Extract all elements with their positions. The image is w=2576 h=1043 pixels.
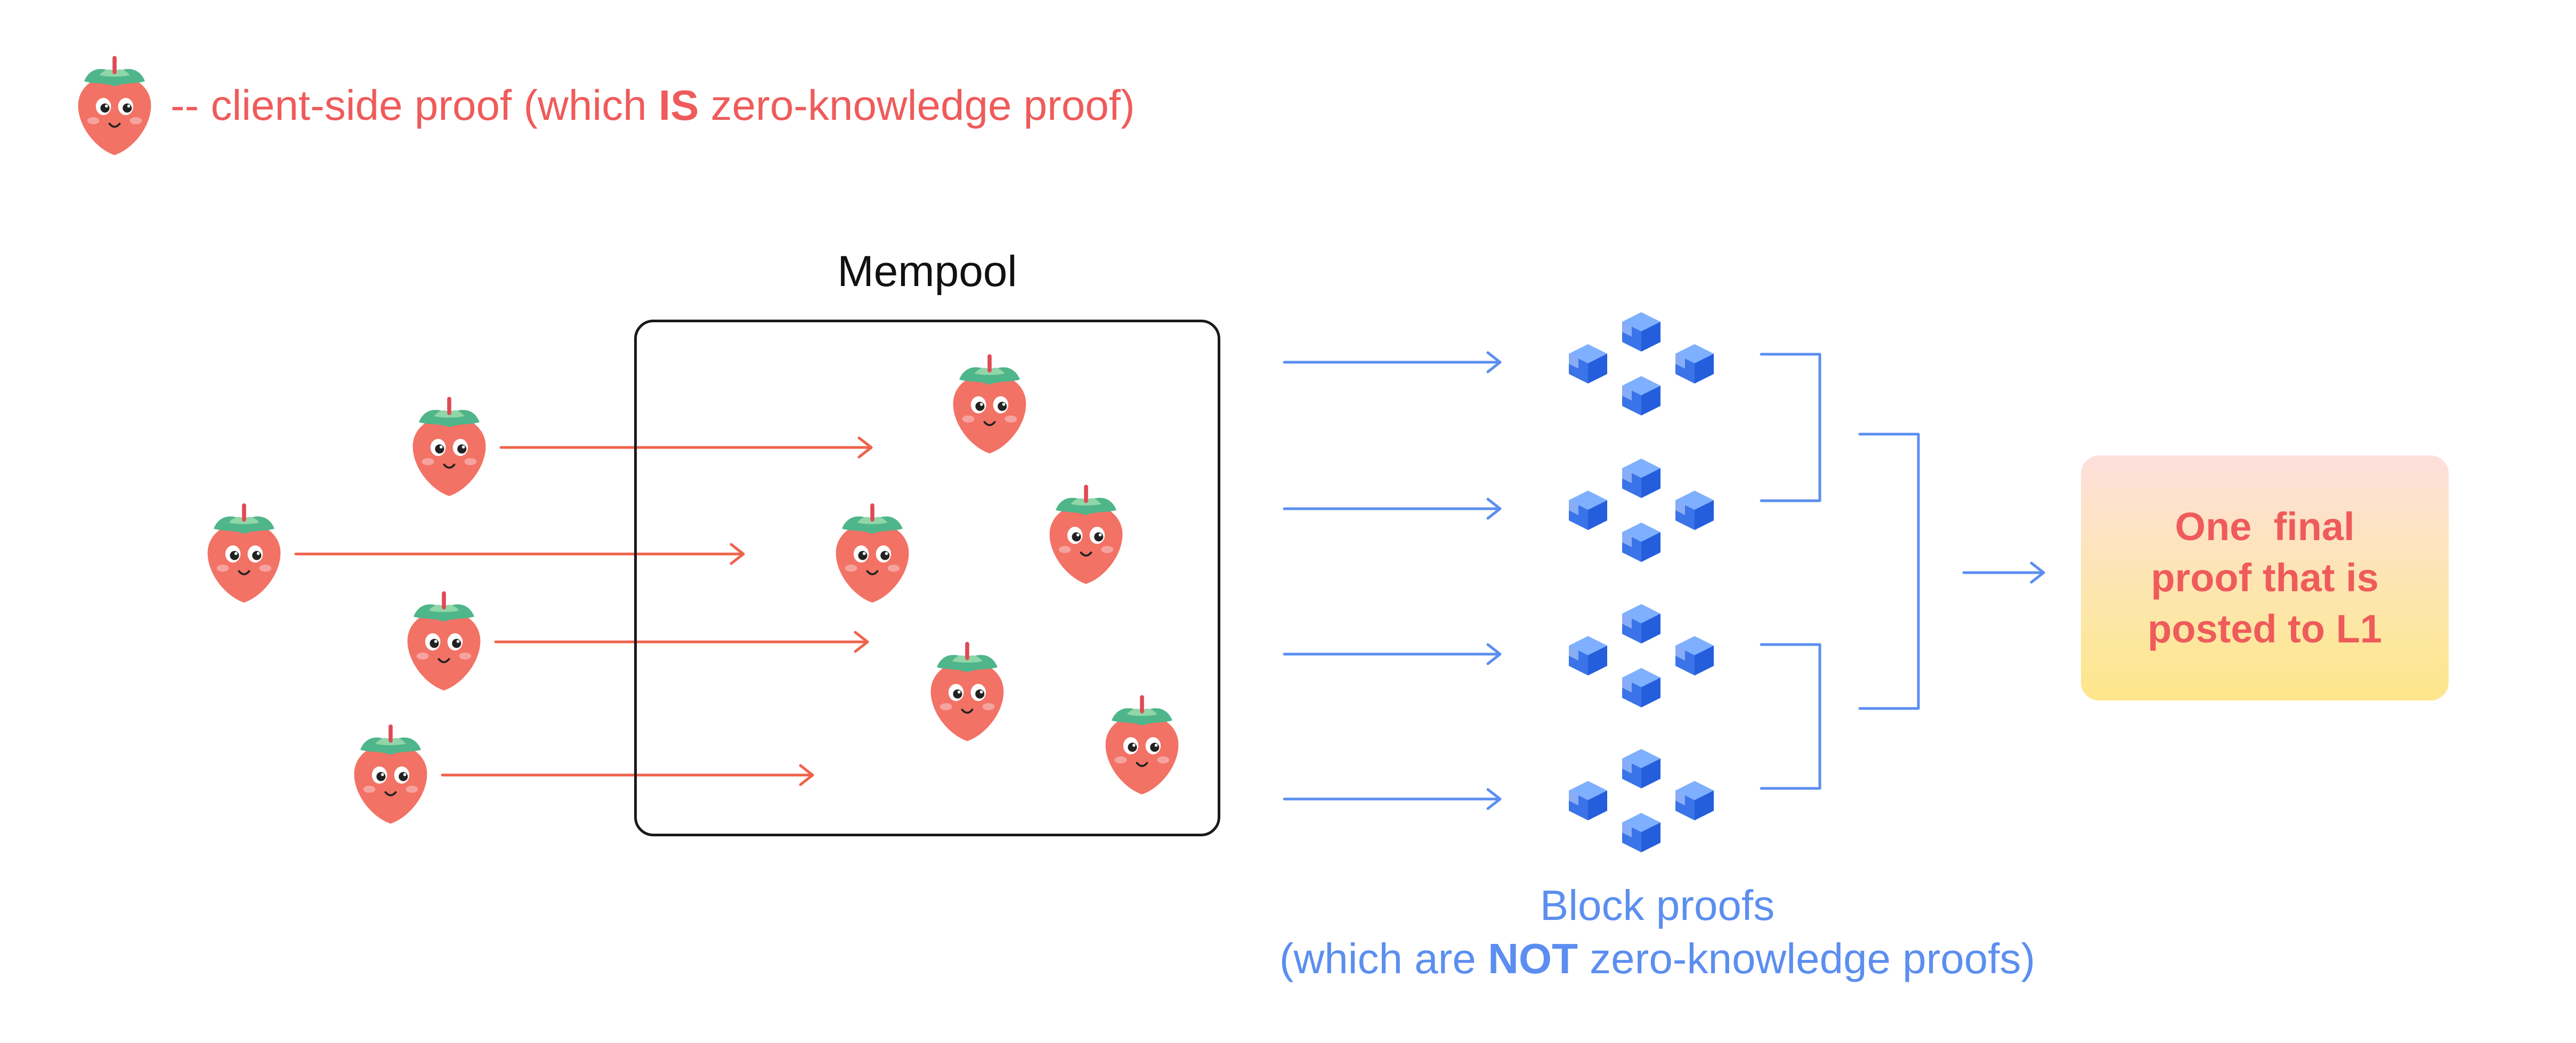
caption-line2: (which are NOT zero-knowledge proofs) (1172, 932, 2142, 985)
block-cube-icon (1569, 749, 1714, 852)
block-cube-icon (1569, 312, 1714, 415)
strawberry-icon (353, 723, 428, 825)
mempool-title: Mempool (837, 247, 1017, 296)
arrow-icon (1283, 351, 1502, 373)
block-proofs-caption: Block proofs (which are NOT zero-knowled… (1172, 879, 2142, 985)
arrow-icon (499, 436, 873, 459)
mempool-box (634, 320, 1220, 836)
caption-line2-prefix: (which are (1279, 935, 1488, 982)
legend-suffix: zero-knowledge proof) (699, 82, 1135, 129)
caption-line2-emphasis: NOT (1488, 935, 1578, 982)
arrow-icon (441, 764, 814, 786)
bracket-icon (1760, 643, 1821, 790)
strawberry-icon (206, 502, 282, 604)
strawberry-icon (406, 590, 482, 692)
strawberry-icon (77, 55, 152, 157)
block-cube-icon (1569, 459, 1714, 562)
legend-emphasis: IS (658, 82, 699, 129)
legend-text: -- client-side proof (which IS zero-know… (171, 79, 1135, 132)
final-proof-label: One final proof that is posted to L1 (2148, 504, 2382, 651)
arrow-icon (1283, 788, 1502, 810)
final-proof-box: One final proof that is posted to L1 (2081, 455, 2449, 700)
block-cube-icon (1569, 604, 1714, 707)
arrow-icon (494, 631, 869, 653)
arrow-icon (1283, 643, 1502, 665)
strawberry-icon (411, 396, 487, 498)
legend-prefix: -- client-side proof (which (171, 82, 659, 129)
bracket-icon (1858, 433, 1920, 710)
arrow-icon (294, 543, 745, 565)
caption-line2-suffix: zero-knowledge proofs) (1577, 935, 2036, 982)
caption-line1: Block proofs (1540, 882, 1775, 929)
bracket-icon (1760, 353, 1821, 502)
arrow-icon (1962, 561, 2045, 584)
arrow-icon (1283, 498, 1502, 520)
